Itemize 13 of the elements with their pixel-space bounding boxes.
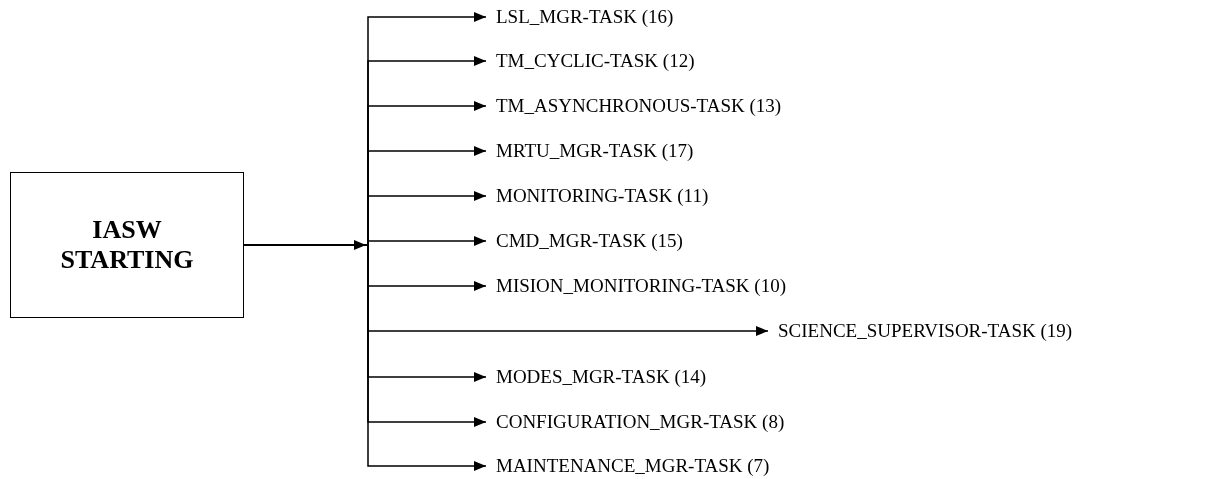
task-label: TM_ASYNCHRONOUS-TASK (13) xyxy=(496,95,782,117)
task-label: MAINTENANCE_MGR-TASK (7) xyxy=(496,455,770,477)
task-label: MODES_MGR-TASK (14) xyxy=(496,366,707,388)
task-label: MRTU_MGR-TASK (17) xyxy=(496,140,694,162)
task-label: TM_CYCLIC-TASK (12) xyxy=(496,50,695,72)
process-box xyxy=(10,172,244,318)
task-label: SCIENCE_SUPERVISOR-TASK (19) xyxy=(778,320,1073,342)
task-label: CONFIGURATION_MGR-TASK (8) xyxy=(496,411,785,433)
task-label: MONITORING-TASK (11) xyxy=(496,185,709,207)
task-label: LSL_MGR-TASK (16) xyxy=(496,6,674,28)
box-title: IASW STARTING xyxy=(59,215,195,275)
task-label: CMD_MGR-TASK (15) xyxy=(496,230,683,252)
task-label: MISION_MONITORING-TASK (10) xyxy=(496,275,786,297)
